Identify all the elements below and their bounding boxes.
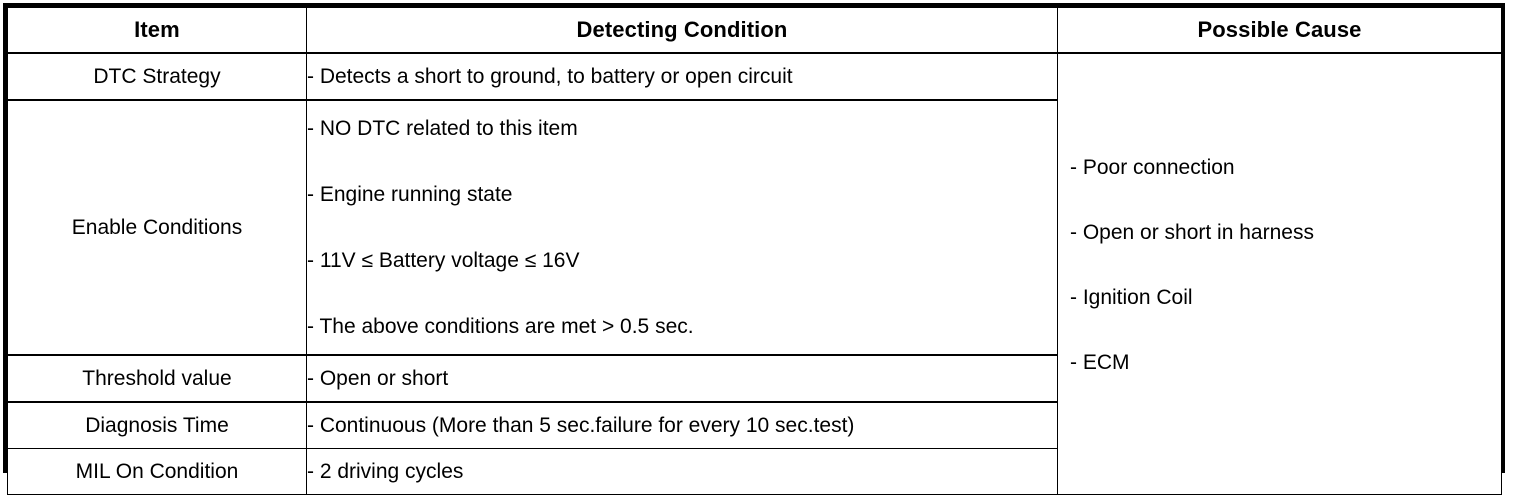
table-row: Enable Conditions - NO DTC related to th… bbox=[7, 99, 1502, 356]
enable-conditions-list: - NO DTC related to this item - Engine r… bbox=[307, 118, 1057, 337]
detecting-condition-diagnosis-time: - Continuous (More than 5 sec.failure fo… bbox=[306, 401, 1058, 449]
list-item: - Open or short in harness bbox=[1070, 221, 1314, 244]
diagnostic-table: Item Detecting Condition Possible Cause … bbox=[7, 7, 1502, 495]
column-header-item: Item bbox=[7, 7, 307, 54]
item-label-mil-on-condition: MIL On Condition bbox=[7, 448, 307, 495]
dtc-diagnostic-table: Item Detecting Condition Possible Cause … bbox=[3, 3, 1505, 495]
item-label-threshold-value: Threshold value bbox=[7, 354, 307, 403]
detecting-condition-mil-on-condition: - 2 driving cycles bbox=[306, 448, 1058, 495]
detecting-condition-dtc-strategy: - Detects a short to ground, to battery … bbox=[306, 52, 1058, 101]
column-header-possible-cause: Possible Cause bbox=[1057, 7, 1502, 54]
table-row: Diagnosis Time - Continuous (More than 5… bbox=[7, 401, 1502, 449]
possible-cause-cell: - Poor connection - Open or short in har… bbox=[1057, 52, 1502, 495]
table-row: Threshold value - Open or short bbox=[7, 354, 1502, 403]
column-header-detecting-condition: Detecting Condition bbox=[306, 7, 1058, 54]
table-header-row: Item Detecting Condition Possible Cause bbox=[7, 7, 1502, 54]
list-item: - 11V ≤ Battery voltage ≤ 16V bbox=[307, 249, 580, 272]
detecting-condition-enable-conditions: - NO DTC related to this item - Engine r… bbox=[306, 99, 1058, 356]
list-item: - Engine running state bbox=[307, 183, 513, 206]
detecting-condition-threshold-value: - Open or short bbox=[306, 354, 1058, 403]
possible-cause-list: - Poor connection - Open or short in har… bbox=[1070, 157, 1314, 373]
list-item: - The above conditions are met > 0.5 sec… bbox=[307, 315, 694, 338]
list-item: - ECM bbox=[1070, 351, 1130, 374]
item-label-dtc-strategy: DTC Strategy bbox=[7, 52, 307, 101]
item-label-diagnosis-time: Diagnosis Time bbox=[7, 401, 307, 449]
list-item: - Poor connection bbox=[1070, 156, 1235, 179]
item-label-enable-conditions: Enable Conditions bbox=[7, 99, 307, 356]
table-row: DTC Strategy - Detects a short to ground… bbox=[7, 52, 1502, 495]
list-item: - Ignition Coil bbox=[1070, 286, 1193, 309]
list-item: - NO DTC related to this item bbox=[307, 117, 578, 140]
